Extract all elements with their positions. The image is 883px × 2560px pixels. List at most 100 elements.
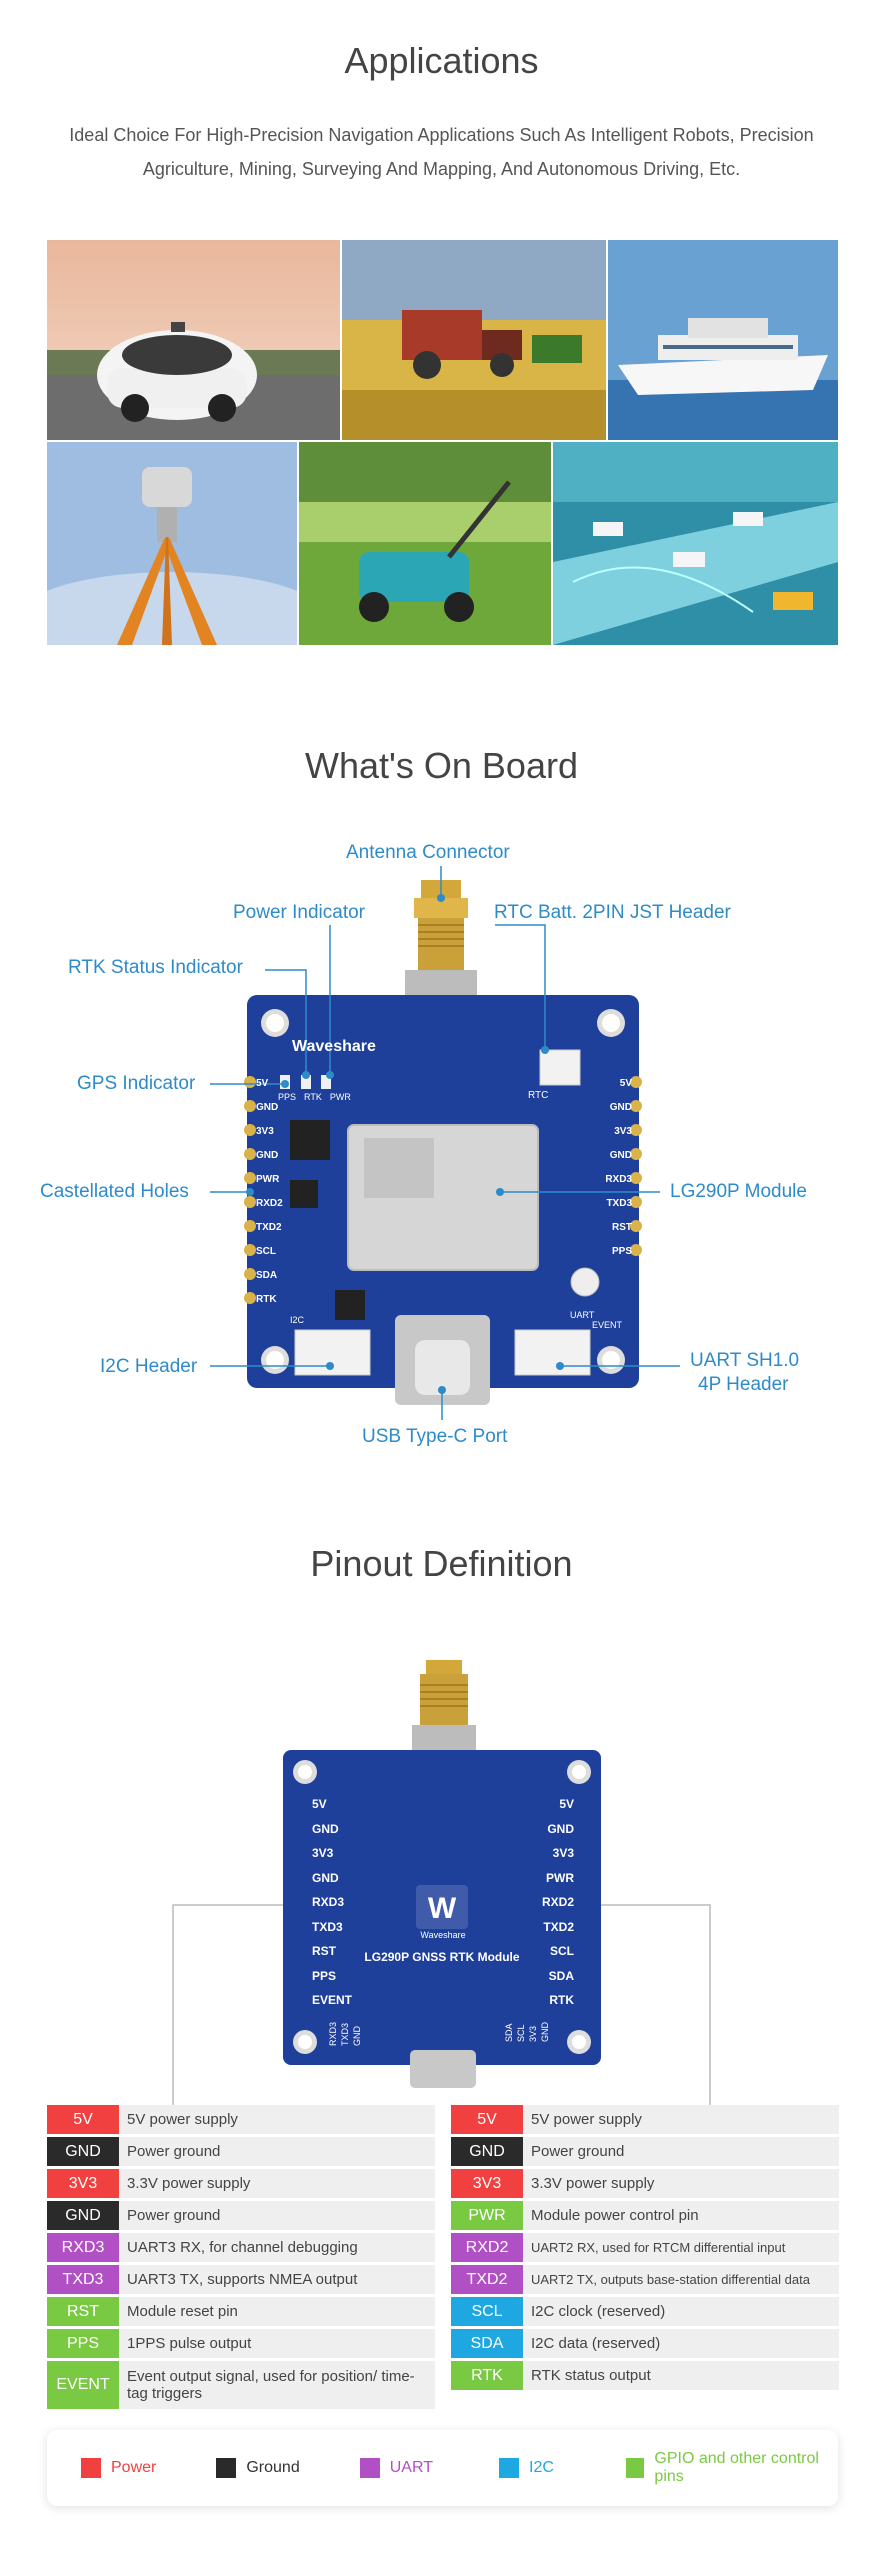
pin-label: GND	[547, 1821, 574, 1836]
callout-castellated-holes: Castellated Holes	[40, 1181, 189, 1202]
onboard-title: What's On Board	[305, 745, 578, 786]
callout-antenna-connector: Antenna Connector	[346, 842, 510, 863]
pin-tag: PWR	[451, 2201, 523, 2230]
pin-label: TXD2	[256, 1222, 282, 1233]
legend-swatch	[359, 2458, 380, 2478]
pin-label: 5V	[256, 1078, 269, 1089]
pin-label: GND	[312, 1821, 339, 1836]
pin-tag: PPS	[47, 2329, 119, 2358]
table-row: 3V3 3.3V power supply	[451, 2169, 839, 2198]
pin-label: 3V3	[256, 1126, 274, 1137]
pin-label: SDA	[548, 1968, 574, 1983]
pin-tag: RST	[47, 2297, 119, 2326]
pinout-board-brand: Waveshare	[420, 1930, 466, 1940]
table-row: RXD2 UART2 RX, used for RTCM differentia…	[451, 2233, 839, 2262]
pin-description: Event output signal, used for position/ …	[119, 2361, 435, 2409]
table-row: 5V 5V power supply	[47, 2105, 435, 2134]
callout-usb-type-c: USB Type-C Port	[362, 1426, 508, 1447]
pin-label: RTK	[256, 1294, 277, 1305]
legend-swatch	[499, 2458, 519, 2478]
legend-swatch	[81, 2458, 101, 2478]
pin-description: I2C clock (reserved)	[523, 2297, 839, 2326]
pin-description: 3.3V power supply	[119, 2169, 435, 2198]
applications-title: Applications	[344, 40, 539, 81]
pin-description: UART2 TX, outputs base-station different…	[523, 2265, 839, 2294]
table-row: RTK RTK status output	[451, 2361, 839, 2390]
pin-label: EVENT	[312, 1993, 353, 2007]
pin-description: UART3 TX, supports NMEA output	[119, 2265, 435, 2294]
pin-tag: RXD3	[47, 2233, 119, 2262]
pin-description: UART3 RX, for channel debugging	[119, 2233, 435, 2262]
callout-rtc-header: RTC Batt. 2PIN JST Header	[494, 902, 731, 923]
table-row: RXD3 UART3 RX, for channel debugging	[47, 2233, 435, 2262]
pin-label: 5V	[312, 1797, 327, 1811]
pin-tag: RXD2	[451, 2233, 523, 2262]
pin-tag: GND	[451, 2137, 523, 2166]
pin-description: 1PPS pulse output	[119, 2329, 435, 2358]
pin-label: PPS	[611, 1246, 632, 1257]
pin-description: Power ground	[119, 2201, 435, 2230]
pin-label: 3V3	[312, 1846, 334, 1860]
pin-description: RTK status output	[523, 2361, 839, 2390]
pin-tag: GND	[47, 2137, 119, 2166]
pin-label: TXD2	[543, 1919, 574, 1934]
pin-color-legend: Power Ground UART I2C GPIO and other con…	[47, 2430, 838, 2506]
legend-swatch	[625, 2458, 645, 2478]
pin-description: 5V power supply	[523, 2105, 839, 2134]
table-row: RST Module reset pin	[47, 2297, 435, 2326]
led-label: PPS	[278, 1092, 297, 1102]
table-row: EVENT Event output signal, used for posi…	[47, 2361, 435, 2409]
table-row: TXD2 UART2 TX, outputs base-station diff…	[451, 2265, 839, 2294]
pin-label: 5V	[619, 1078, 632, 1089]
pin-tag: TXD2	[451, 2265, 523, 2294]
pin-label: GND	[609, 1150, 632, 1161]
pinout-board-title: LG290P GNSS RTK Module	[364, 1950, 520, 1964]
led-label: RTK	[304, 1092, 322, 1102]
pin-description: Power ground	[119, 2137, 435, 2166]
pin-label: TXD3	[340, 2023, 350, 2047]
table-row: GND Power ground	[47, 2137, 435, 2166]
pin-description: Module reset pin	[119, 2297, 435, 2326]
pin-tag: TXD3	[47, 2265, 119, 2294]
pin-tag: 5V	[47, 2105, 119, 2134]
pin-label: SCL	[256, 1246, 276, 1257]
legend-label: I2C	[529, 2459, 554, 2476]
applications-image-grid	[47, 240, 838, 645]
table-row: GND Power ground	[451, 2137, 839, 2166]
pin-description: 3.3V power supply	[523, 2169, 839, 2198]
pin-label: SDA	[504, 2023, 514, 2042]
pin-label: TXD3	[312, 1919, 343, 1934]
uart-silkscreen: UART	[570, 1310, 595, 1320]
pin-label: RXD3	[312, 1895, 345, 1909]
onboard-diagram: Waveshare RTC 5V GND 3V3 GND PWR RXD2 TX…	[0, 820, 883, 1460]
pin-label: GND	[352, 2026, 362, 2047]
i2c-silkscreen: I2C	[290, 1315, 305, 1325]
pin-label: GND	[609, 1102, 632, 1113]
table-row: 5V 5V power supply	[451, 2105, 839, 2134]
rtc-silkscreen: RTC	[528, 1090, 549, 1101]
legend-item-gpio: GPIO and other control pins	[625, 2450, 838, 2486]
pin-label: GND	[312, 1870, 339, 1885]
legend-label: GPIO and other control pins	[654, 2450, 819, 2485]
legend-label: Power	[111, 2459, 157, 2476]
pin-label: PWR	[546, 1870, 574, 1885]
legend-item-i2c: I2C	[499, 2458, 554, 2478]
pin-label: RXD2	[541, 1895, 574, 1909]
pin-description: Module power control pin	[523, 2201, 839, 2230]
pin-table-left: 5V 5V power supply GND Power ground 3V3 …	[47, 2105, 435, 2412]
pin-tag: 5V	[451, 2105, 523, 2134]
table-row: SCL I2C clock (reserved)	[451, 2297, 839, 2326]
legend-swatch	[216, 2458, 237, 2478]
pin-label: 3V3	[528, 2025, 538, 2042]
pin-label: GND	[540, 2022, 550, 2042]
pin-description: 5V power supply	[119, 2105, 435, 2134]
callout-gps-indicator: GPS Indicator	[77, 1073, 196, 1094]
legend-label: UART	[389, 2459, 433, 2476]
pin-description: I2C data (reserved)	[523, 2329, 839, 2358]
pin-label: PPS	[312, 1968, 337, 1983]
pin-label: 3V3	[552, 1846, 574, 1860]
pin-tag: SDA	[451, 2329, 523, 2358]
pinout-right-pin-labels: 5V GND 3V3 PWR RXD2 TXD2 SCL SDA RTK	[530, 1792, 574, 2013]
pin-label: TXD3	[606, 1198, 632, 1209]
onboard-left-pin-labels: 5V GND 3V3 GND PWR RXD2 TXD2 SCL SDA RTK	[256, 1072, 296, 1312]
